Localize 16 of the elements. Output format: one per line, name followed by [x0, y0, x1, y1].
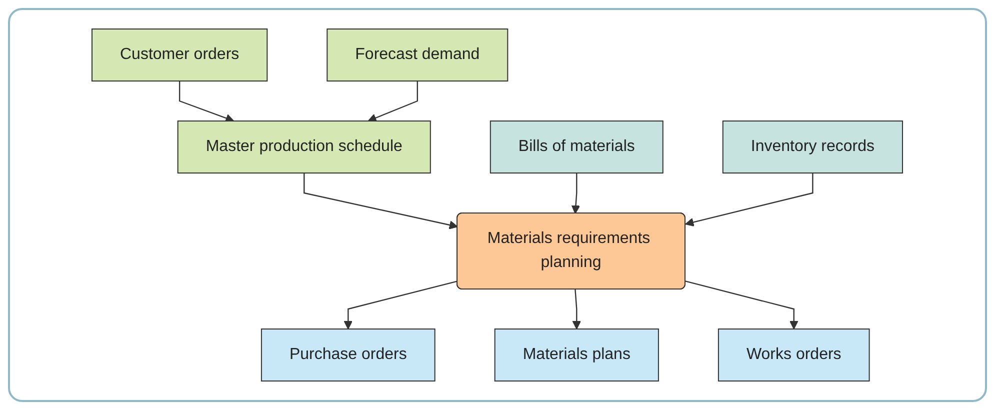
- arrow: [572, 289, 582, 330]
- arrow: [344, 280, 458, 330]
- arrow: [304, 173, 458, 230]
- node-box: Bills of materials: [490, 120, 664, 174]
- node-box: Materials plans: [494, 328, 660, 382]
- arrow: [686, 280, 799, 330]
- arrow: [368, 81, 418, 122]
- node-box: Forecast demand: [326, 28, 508, 82]
- arrow: [685, 173, 814, 227]
- node-box: Inventory records: [722, 120, 904, 174]
- arrow: [572, 173, 580, 214]
- node-box: Master production schedule: [178, 120, 432, 174]
- node-box: Works orders: [718, 328, 870, 382]
- node-box: Customer orders: [92, 28, 268, 82]
- arrow: [179, 81, 234, 122]
- node-box: Purchase orders: [261, 328, 436, 382]
